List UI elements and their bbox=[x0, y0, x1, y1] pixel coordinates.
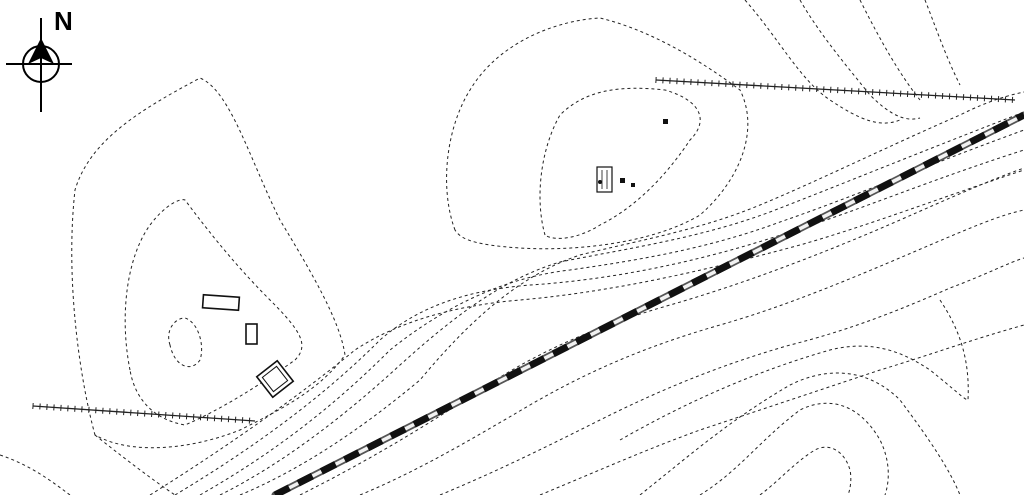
contour-center-inner bbox=[539, 87, 701, 239]
structure-marker-2 bbox=[620, 178, 625, 183]
contour-ridge-3 bbox=[859, 0, 921, 101]
contour-se-2 bbox=[639, 372, 961, 495]
contour-left-outer bbox=[71, 77, 346, 449]
structure-marker-3 bbox=[631, 183, 635, 187]
contour-ridge-2 bbox=[799, 0, 921, 120]
contour-center-outer bbox=[446, 17, 749, 250]
building-small bbox=[245, 323, 258, 345]
contour-band-n1 bbox=[239, 91, 1024, 495]
structure-marker-1 bbox=[663, 119, 668, 124]
building-long bbox=[201, 293, 241, 312]
buildings-left bbox=[201, 293, 295, 399]
fence-line-left bbox=[32, 402, 256, 424]
structure-main bbox=[596, 166, 613, 193]
structures-center bbox=[596, 119, 668, 193]
contour-se-3 bbox=[619, 345, 969, 441]
contour-se-4 bbox=[939, 299, 969, 401]
contour-ridge-4 bbox=[924, 0, 961, 86]
contour-band-n2 bbox=[219, 111, 1024, 495]
fence-line-right bbox=[655, 76, 1016, 103]
building-square-inner bbox=[261, 365, 289, 393]
contour-band-n3 bbox=[199, 129, 1024, 495]
contour-band-s4 bbox=[539, 324, 1024, 495]
contour-bottom-left-2 bbox=[94, 434, 176, 495]
contour-se-1 bbox=[699, 402, 889, 495]
contour-left-peak bbox=[168, 317, 203, 368]
contour-left-inner bbox=[124, 199, 303, 426]
contour-band-n5 bbox=[149, 169, 1024, 495]
contour-band-s2 bbox=[359, 209, 1024, 495]
contour-band-n4 bbox=[174, 149, 1024, 495]
contour-ridge-1 bbox=[744, 0, 901, 124]
contour-se-5 bbox=[759, 446, 852, 495]
contour-band-s3 bbox=[439, 257, 1024, 495]
north-label: N bbox=[54, 6, 73, 36]
contour-bottom-left bbox=[0, 454, 71, 495]
contour-band-s1 bbox=[299, 167, 1024, 495]
north-arrow-icon bbox=[6, 18, 72, 112]
railway-line bbox=[271, 111, 1024, 495]
